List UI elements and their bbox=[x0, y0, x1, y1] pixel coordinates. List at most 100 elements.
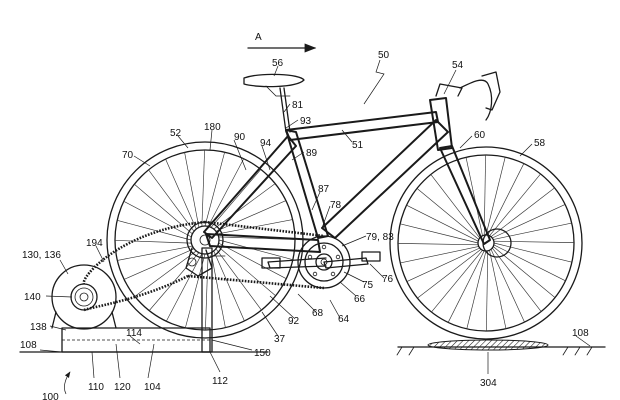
spoke bbox=[134, 183, 193, 235]
saddle bbox=[243, 73, 305, 88]
spoke bbox=[148, 169, 195, 232]
label-100: 100 bbox=[42, 392, 59, 400]
label-75: 75 bbox=[362, 280, 374, 291]
rear-cassette bbox=[186, 221, 224, 259]
direction-label: A bbox=[255, 32, 262, 43]
ground-lines bbox=[19, 339, 606, 356]
trainer-upright bbox=[201, 247, 213, 353]
label-130-136: 130, 136 bbox=[22, 250, 61, 261]
spoke bbox=[491, 247, 542, 312]
spoke bbox=[431, 250, 483, 313]
label-51: 51 bbox=[352, 140, 364, 151]
spoke bbox=[218, 242, 287, 279]
label-68: 68 bbox=[312, 308, 324, 319]
label-50: 50 bbox=[378, 50, 390, 61]
label-58: 58 bbox=[534, 138, 546, 149]
label-108-right: 108 bbox=[572, 328, 589, 339]
label-70: 70 bbox=[122, 150, 134, 161]
label-110: 110 bbox=[88, 382, 104, 393]
spoke bbox=[487, 163, 525, 236]
spoke bbox=[201, 149, 205, 227]
label-112: 112 bbox=[212, 376, 228, 387]
spoke bbox=[204, 152, 225, 227]
label-114: 114 bbox=[126, 328, 142, 339]
label-87: 87 bbox=[318, 184, 330, 195]
spoke bbox=[489, 173, 541, 236]
label-120: 120 bbox=[114, 382, 131, 393]
resistance-unit bbox=[51, 264, 117, 330]
label-138: 138 bbox=[30, 322, 47, 333]
spoke bbox=[492, 204, 566, 239]
reference-labels: 50 54 56 81 93 51 60 58 52 180 90 94 89 … bbox=[20, 50, 589, 400]
label-37: 37 bbox=[274, 334, 286, 345]
label-92: 92 bbox=[288, 316, 300, 327]
spoke bbox=[215, 248, 262, 311]
label-90: 90 bbox=[234, 132, 246, 143]
spoke bbox=[184, 152, 200, 228]
spoke bbox=[406, 247, 480, 282]
spoke bbox=[493, 242, 572, 263]
label-180: 180 bbox=[204, 122, 221, 133]
label-64: 64 bbox=[338, 314, 350, 325]
label-140: 140 bbox=[24, 292, 41, 303]
spoke bbox=[493, 244, 566, 282]
rear-wheel-spokes bbox=[114, 149, 296, 331]
label-81: 81 bbox=[292, 100, 304, 111]
rear-wheel bbox=[106, 141, 304, 339]
label-79-83: 79, 83 bbox=[366, 232, 394, 243]
spoke bbox=[483, 154, 486, 236]
spoke bbox=[447, 250, 485, 323]
spoke bbox=[217, 245, 276, 297]
label-194: 194 bbox=[86, 238, 103, 249]
direction-arrow: A bbox=[247, 32, 317, 53]
label-66: 66 bbox=[354, 294, 366, 305]
label-104: 104 bbox=[144, 382, 161, 393]
spoke bbox=[134, 250, 197, 297]
spoke bbox=[210, 252, 226, 328]
spoke bbox=[406, 204, 479, 242]
spoke bbox=[215, 200, 287, 232]
spoke bbox=[213, 250, 245, 322]
spoke bbox=[416, 188, 479, 240]
bicycle-frame bbox=[203, 71, 501, 253]
spoke bbox=[123, 248, 195, 280]
spoke bbox=[123, 201, 192, 238]
spoke bbox=[400, 223, 479, 244]
spoke bbox=[490, 249, 525, 323]
spoke bbox=[218, 239, 293, 260]
label-304: 304 bbox=[480, 378, 497, 389]
spoke bbox=[493, 240, 575, 243]
spoke bbox=[218, 236, 296, 240]
spoke bbox=[486, 250, 489, 332]
spoke bbox=[400, 246, 479, 264]
label-56: 56 bbox=[272, 58, 284, 69]
spoke bbox=[207, 158, 244, 227]
spoke bbox=[489, 250, 507, 329]
spoke bbox=[490, 187, 555, 238]
spoke bbox=[210, 169, 262, 228]
drivetrain bbox=[82, 220, 381, 312]
spoke bbox=[397, 243, 479, 246]
label-150: 150 bbox=[254, 348, 271, 359]
spoke bbox=[465, 157, 483, 236]
floor-mat bbox=[427, 339, 549, 351]
pedal bbox=[361, 251, 381, 262]
label-93: 93 bbox=[300, 116, 312, 127]
label-78: 78 bbox=[330, 200, 342, 211]
spoke bbox=[165, 158, 197, 230]
spoke bbox=[493, 222, 572, 240]
leader-lines bbox=[39, 59, 591, 395]
spoke bbox=[166, 253, 203, 322]
spoke bbox=[217, 219, 293, 235]
label-89: 89 bbox=[306, 148, 318, 159]
spoke bbox=[185, 253, 206, 328]
spoke bbox=[485, 157, 506, 236]
spoke bbox=[114, 240, 192, 244]
spoke bbox=[205, 253, 209, 331]
trainer-base bbox=[51, 247, 226, 353]
label-60: 60 bbox=[474, 130, 486, 141]
spoke bbox=[213, 183, 276, 230]
spoke bbox=[117, 220, 192, 241]
spoke bbox=[148, 252, 200, 311]
